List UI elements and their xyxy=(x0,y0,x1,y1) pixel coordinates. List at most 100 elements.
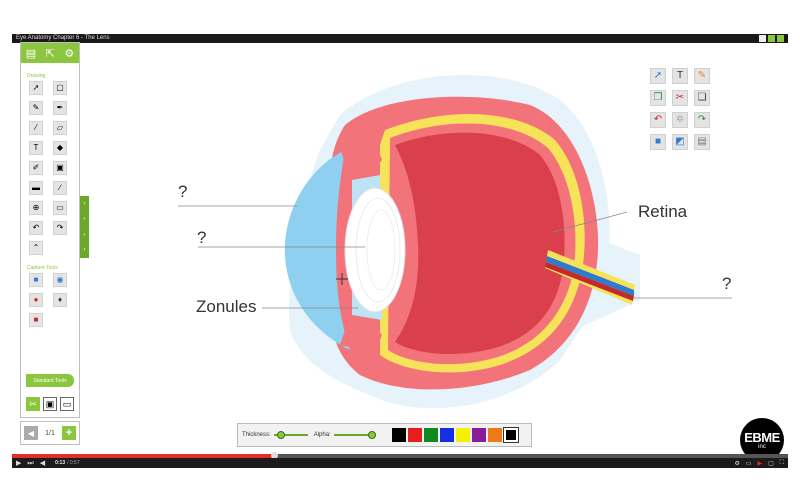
current-time: 0:13 xyxy=(55,460,66,466)
color-swatch[interactable] xyxy=(407,428,422,442)
next-icon[interactable]: ⏭ xyxy=(27,459,34,467)
text-tool[interactable]: T xyxy=(672,68,688,84)
left-toolbar-header: ▤ ⇱ ⚙ xyxy=(21,43,79,63)
close-icon[interactable] xyxy=(777,35,784,42)
keyboard-tool[interactable]: ▭ xyxy=(53,201,67,215)
undo-tool[interactable]: ↶ xyxy=(29,221,43,235)
screenshot-tool[interactable]: ◉ xyxy=(53,273,67,287)
chevron-icon: › xyxy=(83,200,86,207)
video-capture-tool[interactable]: ■ xyxy=(29,273,43,287)
color-swatches xyxy=(391,427,519,443)
select-tool[interactable]: ➚ xyxy=(29,81,43,95)
record-tool[interactable]: ● xyxy=(29,293,43,307)
redo-tool[interactable]: ↷ xyxy=(694,112,710,128)
redo-tool[interactable]: ↷ xyxy=(53,221,67,235)
alpha-slider[interactable] xyxy=(333,431,376,439)
line-tool[interactable]: ⁄ xyxy=(29,121,43,135)
label-lens-question[interactable]: ? xyxy=(197,228,207,247)
label-cornea-question[interactable]: ? xyxy=(178,182,188,201)
capture-tools: ■ ◉ ● ♦ ■ xyxy=(21,273,79,327)
color-swatch[interactable] xyxy=(439,428,454,442)
color-swatch[interactable] xyxy=(502,427,519,443)
highlighter-tool[interactable]: ✎ xyxy=(29,101,43,115)
logo-subtext: inc xyxy=(758,443,766,450)
settings-icon[interactable]: ⚙ xyxy=(734,460,740,467)
bring-front-tool[interactable]: ■ xyxy=(650,134,666,150)
thumbs-icon[interactable] xyxy=(759,35,766,42)
copy-tool[interactable]: ❐ xyxy=(650,90,666,106)
thickness-label: Thickness: xyxy=(242,432,271,438)
select-tool[interactable]: ➚ xyxy=(650,68,666,84)
lens xyxy=(344,187,406,313)
settings-tool[interactable]: ✲ xyxy=(672,112,688,128)
window-icon[interactable]: ▢ xyxy=(768,460,774,467)
color-swatch[interactable] xyxy=(423,428,438,442)
whiteboard-mode-icon[interactable]: ▭ xyxy=(60,397,74,411)
collapse-tool[interactable]: ⌃ xyxy=(29,241,43,255)
cornea xyxy=(284,150,350,350)
microphone-tool[interactable]: ♦ xyxy=(53,293,67,307)
drawing-tools: ➚ ▢ ✎ ✒ ⁄ ▱ T ◆ ✐ ▣ ▬ ∕ ⊕ ▭ ↶ ↷ ⌃ xyxy=(21,81,79,255)
drawing-options-bar: Thickness: Alpha: xyxy=(237,423,532,447)
video-right-controls: ⚙ ▭ ▶ ▢ ⛶ xyxy=(734,460,784,467)
marquee-tool[interactable]: ▢ xyxy=(53,81,67,95)
eraser-tool[interactable]: ▱ xyxy=(53,121,67,135)
standard-tools-button[interactable]: Standard Tools xyxy=(26,374,74,387)
marker-tool[interactable]: ✐ xyxy=(29,161,43,175)
ebme-logo: EBME inc xyxy=(740,418,784,462)
play-icon[interactable]: ▶ xyxy=(16,459,22,467)
cursor-crosshair xyxy=(336,273,348,285)
image-tool[interactable]: ▣ xyxy=(53,161,67,175)
volume-icon[interactable]: ◀ xyxy=(39,459,46,467)
logo-text: EBME xyxy=(744,429,780,445)
pen-tool[interactable]: ✒ xyxy=(53,101,67,115)
color-swatch[interactable] xyxy=(487,428,502,442)
youtube-icon[interactable]: ▶ xyxy=(757,460,763,467)
thickness-slider[interactable] xyxy=(273,431,308,439)
export-icon[interactable]: ⇱ xyxy=(45,46,55,60)
optic-nerve xyxy=(545,250,635,305)
mode-switcher: ✂▣▭ xyxy=(26,397,74,411)
undo-tool[interactable]: ↶ xyxy=(650,112,666,128)
color-swatch[interactable] xyxy=(471,428,486,442)
vitreous-body xyxy=(395,132,565,355)
capture-section-label: Capture Tools xyxy=(27,265,58,271)
cut-tool[interactable]: ✂ xyxy=(672,90,688,106)
text-tool[interactable]: T xyxy=(29,141,43,155)
delete-capture-tool[interactable]: ■ xyxy=(29,313,43,327)
thickness-slider-knob[interactable] xyxy=(277,431,286,439)
screen-tool[interactable]: ▬ xyxy=(29,181,43,195)
minimize-icon[interactable] xyxy=(768,35,775,42)
settings-icon[interactable]: ⚙ xyxy=(64,46,75,60)
left-toolbar: ▤⇱⚙ Drawing ➚▢✎✒⁄▱T◆✐▣▬∕⊕▭↶↷⌃ Capture To… xyxy=(20,42,80,418)
label-retina[interactable]: Retina xyxy=(638,202,688,221)
trash-tool[interactable]: ▤ xyxy=(694,134,710,150)
alpha-label: Alpha: xyxy=(313,432,331,438)
laser-tool[interactable]: ∕ xyxy=(53,181,67,195)
new-page-icon[interactable]: ▤ xyxy=(25,46,37,60)
send-back-tool[interactable]: ◩ xyxy=(672,134,688,150)
previous-page-button[interactable]: ◀ xyxy=(24,426,38,440)
fullscreen-icon[interactable]: ⛶ xyxy=(779,459,784,466)
page-navigator: ◀ 1/1 + xyxy=(20,421,80,445)
video-title-bar: Eye Anatomy Chapter 6 - The Lens xyxy=(12,34,788,43)
color-swatch[interactable] xyxy=(391,428,406,442)
shapes-tool[interactable]: ◆ xyxy=(53,141,67,155)
add-page-button[interactable]: + xyxy=(61,426,76,440)
video-progress-bar[interactable] xyxy=(12,452,788,459)
zoom-tool[interactable]: ⊕ xyxy=(29,201,43,215)
captions-icon[interactable]: ▭ xyxy=(745,460,752,467)
pencil-tool[interactable]: ✎ xyxy=(694,68,710,84)
page-number: 1/1 xyxy=(45,429,55,437)
color-swatch[interactable] xyxy=(455,428,470,442)
paste-tool[interactable]: ❏ xyxy=(694,90,710,106)
label-zonules[interactable]: Zonules xyxy=(196,297,257,316)
tools-mode-icon[interactable]: ✂ xyxy=(26,397,40,411)
alpha-slider-knob[interactable] xyxy=(367,431,376,439)
presentation-mode-icon[interactable]: ▣ xyxy=(43,397,57,411)
label-optic-nerve-question[interactable]: ? xyxy=(722,274,732,293)
toolbar-expand-tab[interactable]: ››‹‹ xyxy=(80,196,89,258)
video-scrubber-handle[interactable] xyxy=(271,452,279,459)
